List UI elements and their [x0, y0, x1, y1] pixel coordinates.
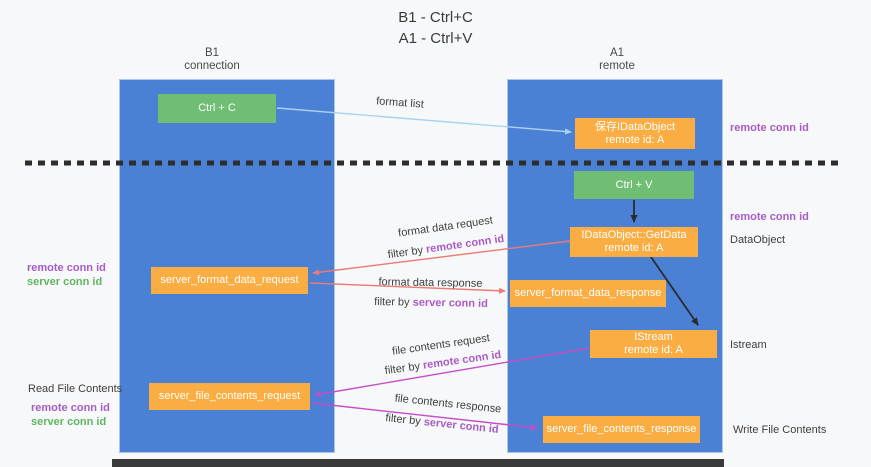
filter-remote-conn-id: remote conn id	[422, 348, 502, 372]
istream-side-label: Istream	[730, 339, 767, 351]
filter-by-server-label-2: filter by server conn id	[376, 411, 509, 437]
server-file-contents-request-label: server_file_contents_request	[158, 390, 301, 402]
server-conn-id-label-left1: server conn id	[27, 276, 103, 288]
write-file-contents-label: Write File Contents	[733, 424, 827, 436]
lifeline-a1-name: A1	[609, 47, 625, 59]
dataobject-label: DataObject	[730, 234, 786, 246]
read-file-contents-label: Read File Contents	[28, 383, 123, 395]
filter-remote-conn-id: remote conn id	[425, 232, 505, 256]
ctrl-c-box: Ctrl + C	[158, 94, 276, 123]
filter-server-conn-id: server conn id	[412, 296, 488, 310]
server-file-contents-response-label: server_file_contents_response	[546, 423, 697, 435]
remote-conn-id-label-left1: remote conn id	[27, 262, 106, 274]
lifeline-b1-role: connection	[184, 60, 240, 72]
getdata-line2: remote id: A	[604, 242, 664, 254]
save-dataobject-line1: 保存IDataObject	[594, 120, 676, 133]
remote-conn-id-label-left2: remote conn id	[31, 402, 110, 414]
filter-by-prefix: filter by	[374, 296, 413, 309]
istream-box: IStream remote id: A	[590, 330, 717, 358]
format-list-label: format list	[375, 95, 425, 111]
filter-by-prefix: filter by	[384, 359, 424, 378]
title-line-2: A1 - Ctrl+V	[398, 30, 473, 47]
server-format-data-request-label: server_format_data_request	[160, 274, 299, 286]
filter-by-prefix: filter by	[384, 412, 425, 429]
diagram-title: B1 - Ctrl+C A1 - Ctrl+V	[0, 7, 871, 49]
save-dataobject-line2: remote id: A	[605, 133, 665, 146]
remote-conn-id-label-mid: remote conn id	[730, 211, 809, 223]
ctrl-v-label: Ctrl + V	[615, 178, 653, 191]
getdata-text: IDataObject::GetData remote id: A	[581, 229, 686, 255]
istream-line2: remote id: A	[624, 344, 683, 356]
ctrl-v-box: Ctrl + V	[574, 171, 694, 199]
filter-server-conn-id: server conn id	[423, 416, 500, 436]
title-line-1: B1 - Ctrl+C	[398, 9, 473, 26]
remote-conn-id-label-top: remote conn id	[730, 122, 809, 134]
server-format-data-response-box: server_format_data_response	[510, 280, 666, 307]
window-bottom-edge	[112, 459, 724, 467]
save-dataobject-box: 保存IDataObject remote id: A	[575, 118, 695, 149]
istream-line1: IStream	[634, 331, 673, 343]
lifeline-b1-name: B1	[204, 47, 220, 59]
filter-by-prefix: filter by	[387, 243, 427, 262]
save-dataobject-text: 保存IDataObject remote id: A	[595, 121, 675, 147]
ctrl-c-label: Ctrl + C	[198, 102, 236, 114]
server-file-contents-request-box: server_file_contents_request	[149, 383, 310, 410]
server-format-data-request-box: server_format_data_request	[151, 267, 308, 294]
server-file-contents-response-box: server_file_contents_response	[543, 416, 700, 443]
istream-text: IStream remote id: A	[624, 331, 683, 357]
getdata-box: IDataObject::GetData remote id: A	[570, 227, 698, 257]
lifeline-a1-header: A1 remote	[537, 47, 697, 73]
lifeline-b1-header: B1 connection	[132, 47, 292, 73]
filter-by-server-label-1: filter by server conn id	[365, 296, 497, 310]
server-conn-id-label-left2: server conn id	[31, 416, 107, 428]
server-format-data-response-label: server_format_data_response	[514, 287, 662, 299]
getdata-line1: IDataObject::GetData	[581, 229, 687, 241]
format-data-response-label: format data response	[378, 276, 483, 290]
lifeline-a1-role: remote	[599, 60, 635, 72]
